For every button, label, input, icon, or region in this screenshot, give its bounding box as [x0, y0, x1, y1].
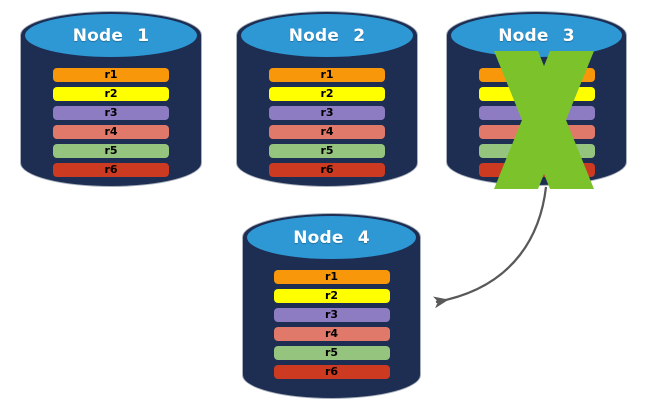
node-4: Node 4 r1 r2 r3 r4 r5 r6	[242, 213, 421, 399]
node-1-title: Node 1	[72, 25, 150, 46]
node-3-title: Node 3	[498, 25, 575, 46]
record-bar-r1: r1	[53, 68, 169, 82]
node-2-title: Node 2	[288, 25, 366, 46]
record-bar-r6: r6	[53, 163, 169, 177]
record-bar-r6: r6	[269, 163, 385, 177]
record-bar-r5: r5	[53, 144, 169, 158]
record-bar-r5: r5	[269, 144, 385, 158]
node-1-records: r1 r2 r3 r4 r5 r6	[20, 68, 202, 177]
node-1: Node 1 r1 r2 r3 r4 r5 r6	[20, 11, 202, 187]
record-bar-r5: r5	[273, 346, 390, 360]
record-bar-r2: r2	[53, 87, 169, 101]
node-4-records: r1 r2 r3 r4 r5 r6	[242, 270, 421, 379]
record-bar-r4: r4	[53, 125, 169, 139]
record-bar-r1: r1	[269, 68, 385, 82]
record-bar-r4: r4	[269, 125, 385, 139]
node-2: Node 2 r1 r2 r3 r4 r5 r6	[236, 11, 418, 187]
record-bar-r1: r1	[273, 270, 390, 284]
node-4-cylinder-top: Node 4	[247, 216, 416, 259]
record-bar-r6: r6	[273, 365, 390, 379]
record-bar-r3: r3	[273, 308, 390, 322]
x-mark-icon	[494, 51, 594, 189]
record-bar-r3: r3	[269, 106, 385, 120]
node-1-cylinder-top: Node 1	[25, 14, 197, 57]
record-bar-r4: r4	[273, 327, 390, 341]
node-4-title: Node 4	[293, 227, 370, 248]
record-bar-r2: r2	[269, 87, 385, 101]
node-2-cylinder-top: Node 2	[241, 14, 413, 57]
record-bar-r2: r2	[273, 289, 390, 303]
record-bar-r3: r3	[53, 106, 169, 120]
node-3-cylinder-top: Node 3	[451, 14, 622, 57]
node-2-records: r1 r2 r3 r4 r5 r6	[236, 68, 418, 177]
